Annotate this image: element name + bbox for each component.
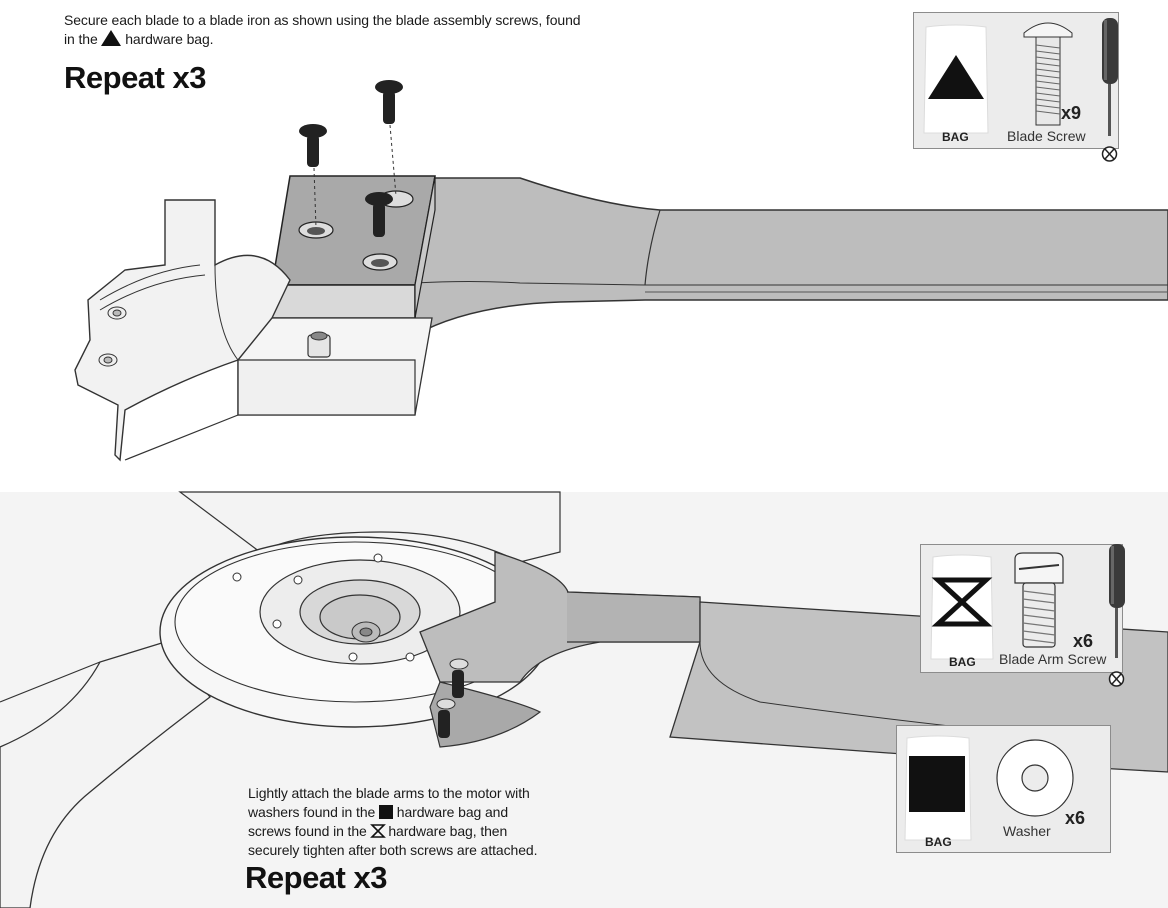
- bag-label: BAG: [925, 835, 952, 849]
- triangle-icon: [928, 55, 984, 99]
- part-label: Blade Screw: [1007, 128, 1086, 144]
- bag-label: BAG: [949, 655, 976, 669]
- hourglass-icon: [931, 577, 993, 627]
- phillips-screwdriver-icon: [1101, 18, 1118, 162]
- phillips-screwdriver-icon: [1108, 544, 1125, 687]
- triangle-icon: [101, 30, 122, 46]
- step-2-panel: Lightly attach the blade arms to the mot…: [0, 491, 1168, 908]
- step-2-instruction-line-3-post: hardware bag, then: [388, 823, 508, 839]
- step-2-instruction-line-2-pre: washers found in the: [248, 804, 376, 820]
- step-1-panel: Secure each blade to a blade iron as sho…: [64, 11, 1168, 462]
- washer-and-screw-1: [449, 658, 469, 698]
- step-2-repeat-label: Repeat x3: [245, 860, 387, 895]
- step-1-instruction-line-1: Secure each blade to a blade iron as sho…: [64, 12, 581, 28]
- hourglass-icon: [369, 824, 386, 838]
- blade-iron-illustration: [74, 80, 1168, 462]
- step-1-instruction-line-2: in the hardware bag.: [64, 30, 624, 49]
- blade-screw-1: [299, 124, 327, 167]
- step-2-instruction-line-2: washers found in the hardware bag and: [248, 803, 548, 822]
- square-icon: [379, 805, 393, 819]
- part-label: Washer: [1003, 823, 1051, 839]
- step-2-instruction-line-3-pre: screws found in the: [248, 823, 367, 839]
- step-2-instructions: Lightly attach the blade arms to the mot…: [248, 784, 548, 860]
- step-1-instruction-line-2-post: hardware bag.: [125, 31, 214, 47]
- step-1-repeat-label: Repeat x3: [64, 60, 206, 95]
- washer-hardware-box: BAG x6 Washer: [896, 725, 1111, 853]
- step-2-instruction-line-2-post: hardware bag and: [396, 804, 509, 820]
- square-icon: [909, 756, 965, 812]
- quantity-label: x6: [1065, 808, 1086, 828]
- step-2-instruction-line-1: Lightly attach the blade arms to the mot…: [248, 785, 530, 801]
- blade-arm-screw-hardware-box: BAG x6 Blade Arm Screw: [920, 544, 1123, 673]
- part-label: Blade Arm Screw: [999, 651, 1107, 667]
- step-1-instruction-line-2-pre: in the: [64, 31, 98, 47]
- blade-screw-3: [365, 192, 393, 237]
- step-2-instruction-line-4: securely tighten after both screws are a…: [248, 842, 538, 858]
- blade-arm-screw-icon: [1014, 552, 1064, 648]
- quantity-label: x9: [1061, 103, 1082, 123]
- washer-icon: [996, 739, 1074, 817]
- washer-and-screw-2: [436, 698, 456, 738]
- step-1-instructions: Secure each blade to a blade iron as sho…: [64, 11, 624, 49]
- quantity-label: x6: [1073, 631, 1094, 651]
- blade-screw-2: [375, 80, 403, 124]
- step-2-instruction-line-3: screws found in the hardware bag, then: [248, 822, 548, 841]
- bag-label: BAG: [942, 130, 969, 144]
- blade-screw-icon: [1023, 22, 1073, 126]
- blade-screw-hardware-box: BAG x9 Blade Screw: [913, 12, 1119, 149]
